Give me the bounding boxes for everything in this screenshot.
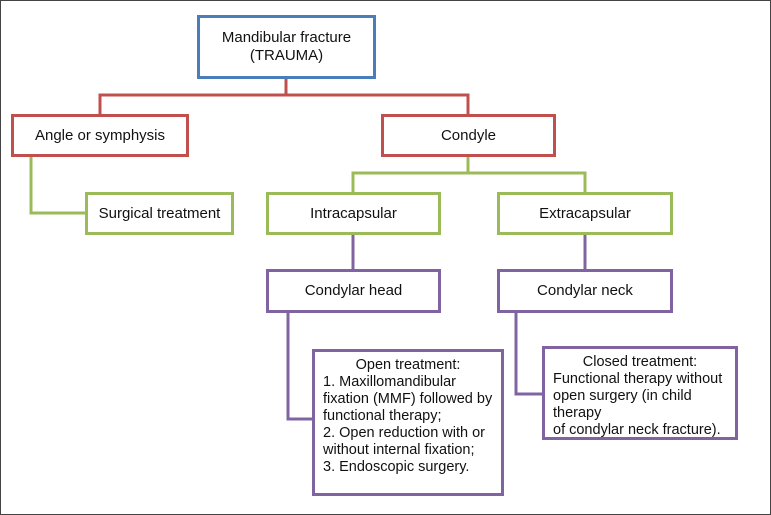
node-condylar-head-label: Condylar head	[304, 282, 403, 299]
open-treatment-heading: Open treatment:	[355, 357, 461, 373]
closed-treatment-body: Functional therapy without open surgery …	[553, 371, 723, 438]
root-node-label: Mandibular fracture (TRAUMA)	[221, 29, 352, 64]
node-angle-or-symphysis: Angle or symphysis	[11, 114, 189, 157]
node-angle-label: Angle or symphysis	[34, 126, 166, 144]
connector-root-to-level1	[98, 78, 288, 114]
node-open-treatment: Open treatment: 1. Maxillomandibular fix…	[312, 349, 504, 496]
node-closed-treatment: Closed treatment: Functional therapy wit…	[542, 346, 738, 440]
closed-treatment-heading: Closed treatment:	[582, 354, 698, 370]
node-surgical-label: Surgical treatment	[98, 204, 221, 222]
node-surgical-treatment: Surgical treatment	[85, 192, 234, 235]
node-condyle-label: Condyle	[440, 126, 497, 144]
node-condylar-head: Condylar head	[266, 269, 441, 313]
connector-condyle-to-extracapsular	[468, 171, 587, 192]
node-condylar-neck-label: Condylar neck	[537, 282, 633, 299]
node-condylar-neck: Condylar neck	[497, 269, 673, 313]
node-intracapsular: Intracapsular	[266, 192, 441, 235]
connector-condyle-to-intracapsular	[351, 156, 470, 192]
connector-root-to-condyle	[286, 93, 470, 114]
connector-neck-to-closed-treatment	[514, 313, 542, 396]
node-condyle: Condyle	[381, 114, 556, 157]
connector-angle-to-surgical	[29, 156, 85, 215]
node-extracapsular: Extracapsular	[497, 192, 673, 235]
root-node-mandibular-fracture: Mandibular fracture (TRAUMA)	[197, 15, 376, 79]
open-treatment-body: 1. Maxillomandibular fixation (MMF) foll…	[323, 374, 493, 475]
node-extracapsular-label: Extracapsular	[539, 204, 631, 222]
node-intracapsular-label: Intracapsular	[310, 204, 397, 222]
connector-head-to-open-treatment	[286, 313, 313, 421]
